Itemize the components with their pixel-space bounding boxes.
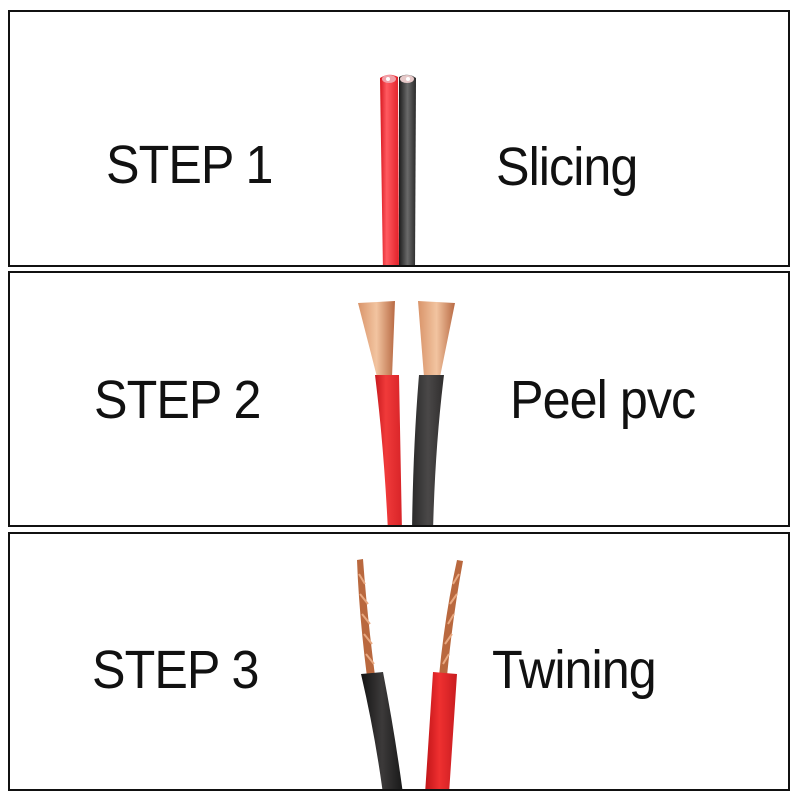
step-2-panel: STEP 2 Peel pvc (8, 271, 790, 527)
step-3-panel: STEP 3 Twining (8, 532, 790, 791)
stripped-wires-icon (358, 301, 455, 525)
flat-twin-cable-sliced-icon (380, 74, 416, 265)
step-3-title: Twining (492, 640, 657, 700)
step-3-number: STEP 3 (92, 640, 260, 700)
step-1-number: STEP 1 (106, 135, 274, 195)
twisted-wire-ends-icon (357, 559, 463, 789)
step-2-title: Peel pvc (510, 370, 696, 430)
step-1-title: Slicing (496, 137, 638, 197)
step-1-panel: STEP 1 Slicing (8, 10, 790, 267)
step-2-number: STEP 2 (94, 370, 262, 430)
